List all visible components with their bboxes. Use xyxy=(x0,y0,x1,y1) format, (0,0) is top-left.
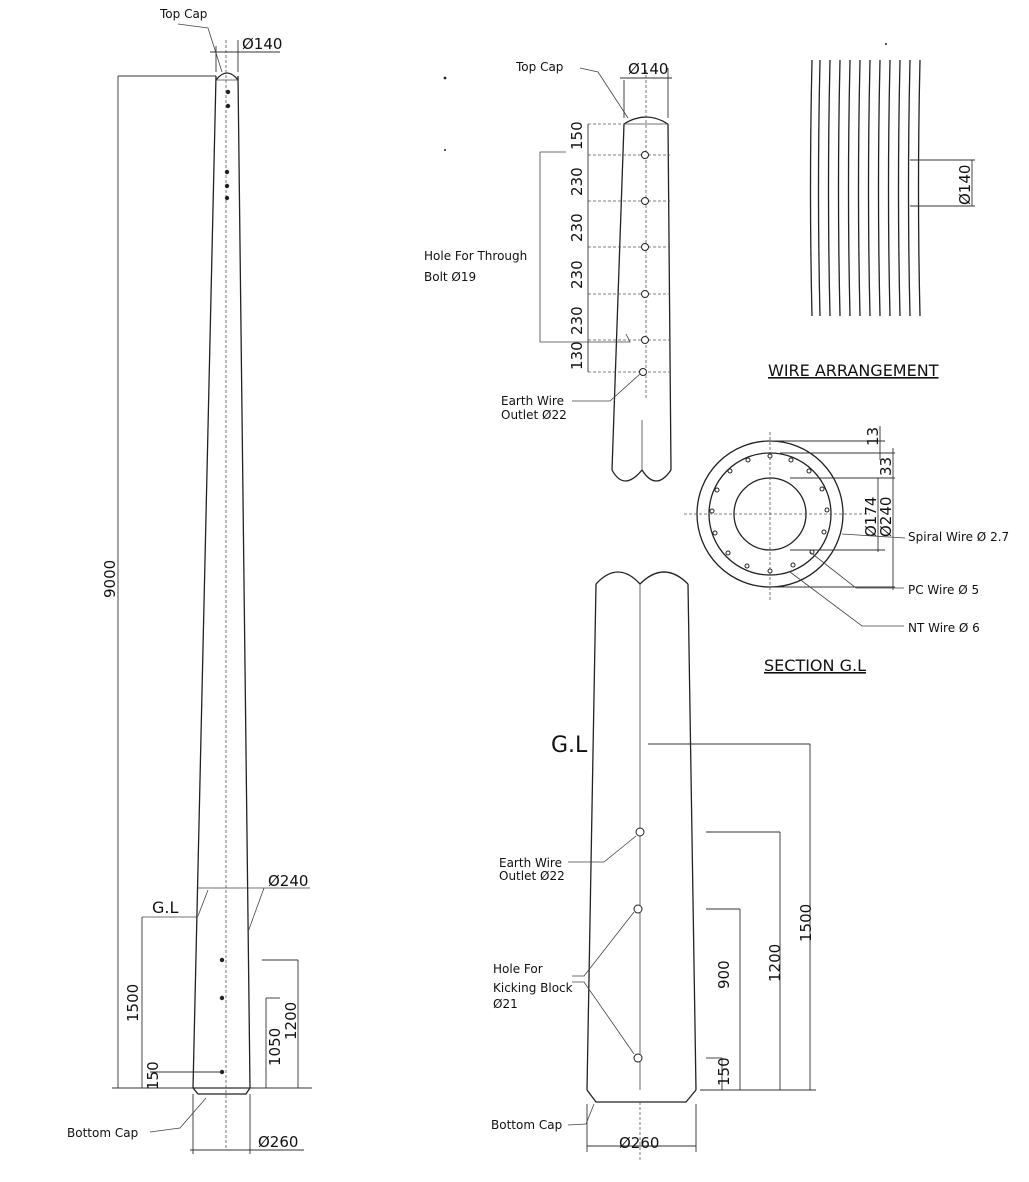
dim-1200-label: 1200 xyxy=(282,1002,300,1040)
bolt-hole xyxy=(641,197,649,205)
nt-wire-label: NT Wire Ø 6 xyxy=(908,621,980,635)
pc-wire-label: PC Wire Ø 5 xyxy=(908,583,979,597)
top-cap-label: Top Cap xyxy=(159,7,207,21)
bottom-detail: G.L 1500 1200 900 150 Earth Wire Outlet … xyxy=(491,571,816,1160)
hole xyxy=(225,103,231,109)
bottom-gl-label: G.L xyxy=(551,733,588,758)
earth-wire-label-1: Earth Wire xyxy=(501,394,564,408)
dim-1050-label: 1050 xyxy=(266,1028,284,1066)
spacing-label: 230 xyxy=(568,260,586,289)
wire-dia-label: Ø140 xyxy=(956,165,974,205)
bottom-detail-dia-label: Ø260 xyxy=(619,1134,659,1152)
top-detail-cap-label: Top Cap xyxy=(515,60,563,74)
pole-outline xyxy=(192,75,251,1089)
dim-1200-label: 1200 xyxy=(766,944,784,982)
bolt-hole xyxy=(641,151,649,159)
bottom-cap-label: Bottom Cap xyxy=(67,1126,138,1140)
hole xyxy=(224,183,230,189)
wire-arrangement: Ø140 WIRE ARRANGEMENT xyxy=(768,59,975,380)
spacing-label: 150 xyxy=(568,121,586,150)
elevation-gl-label: G.L xyxy=(152,898,178,917)
kick-label-1: Hole For xyxy=(493,962,543,976)
hole-through-label-1: Hole For Through xyxy=(424,249,527,263)
length-9000-label: 9000 xyxy=(101,560,119,598)
dim-1500-label: 1500 xyxy=(797,904,815,942)
kick-label-2: Kicking Block xyxy=(493,981,573,995)
bottom-dia-label: Ø260 xyxy=(258,1133,298,1151)
spiral-wire-label: Spiral Wire Ø 2.7 xyxy=(908,530,1009,544)
dim-150-label: 150 xyxy=(144,1061,162,1090)
section-wires xyxy=(709,453,830,574)
hole xyxy=(225,89,231,95)
earth-outlet-hole xyxy=(635,827,645,837)
dim-240-label: Ø240 xyxy=(877,497,895,537)
hole xyxy=(219,957,225,963)
dim-33-label: 33 xyxy=(877,457,895,476)
pole-top-cap xyxy=(215,72,239,81)
bolt-hole xyxy=(641,243,649,251)
pole-elevation: Top Cap Ø140 9000 Ø240 G.L 1500 150 1050… xyxy=(67,7,312,1154)
dim-174-label: Ø174 xyxy=(862,497,880,537)
spacing-label: 130 xyxy=(568,341,586,370)
hole-through-label-2: Bolt Ø19 xyxy=(424,270,476,284)
bottom-earth-label-2: Outlet Ø22 xyxy=(499,869,565,883)
top-dia-label: Ø140 xyxy=(242,35,282,53)
hole xyxy=(224,195,230,201)
section-gl: 13 33 Ø240 Ø174 Spiral Wire Ø 2.7 PC Wir… xyxy=(684,426,1009,675)
dim-900-label: 900 xyxy=(715,960,733,989)
dim-150-label: 150 xyxy=(715,1057,733,1086)
bolt-hole xyxy=(641,290,649,298)
spacing-label: 230 xyxy=(568,213,586,242)
kick-label-3: Ø21 xyxy=(493,997,518,1011)
dim-1500-label: 1500 xyxy=(124,984,142,1022)
section-title: SECTION G.L xyxy=(764,656,866,675)
wire-arrangement-title: WIRE ARRANGEMENT xyxy=(768,361,939,380)
earth-wire-label-2: Outlet Ø22 xyxy=(501,408,567,422)
earth-hole xyxy=(639,368,647,376)
dim-13-label: 13 xyxy=(864,427,882,446)
kick-hole xyxy=(633,904,643,914)
top-detail: Top Cap Ø140 150 230 230 230 230 130 Ho xyxy=(424,60,672,482)
hole xyxy=(224,169,230,175)
bottom-detail-cap-label: Bottom Cap xyxy=(491,1118,562,1132)
spacing-label: 230 xyxy=(568,167,586,196)
bottom-earth-label-1: Earth Wire xyxy=(499,856,562,870)
kick-hole xyxy=(633,1053,643,1063)
bolt-hole xyxy=(641,336,649,344)
pole-bottom-cap xyxy=(191,1087,252,1095)
hole xyxy=(219,995,225,1001)
spacing-label: 230 xyxy=(568,306,586,335)
top-detail-dia-label: Ø140 xyxy=(628,60,668,78)
wire-lines xyxy=(809,59,921,317)
gl-dia-label: Ø240 xyxy=(268,872,308,890)
